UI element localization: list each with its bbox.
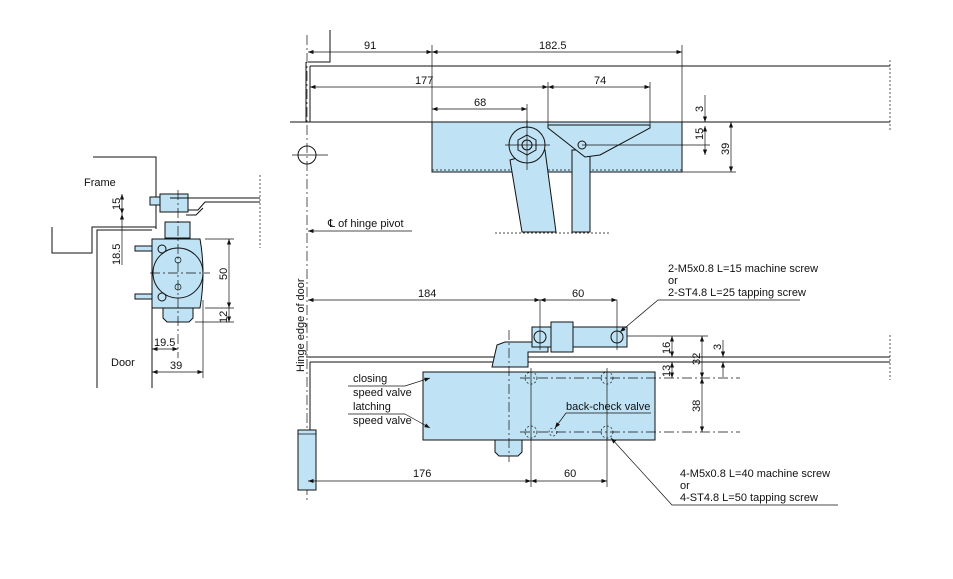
dim-3-top: 3 — [694, 106, 706, 112]
bottom-cap — [494, 439, 523, 457]
arm-pivot — [159, 193, 189, 213]
hinge-pipe — [297, 429, 317, 491]
body-screw-note-1: 4-M5x0.8 L=40 machine screw — [680, 468, 830, 480]
hinge-edge-label: Hinge edge of door — [295, 278, 307, 372]
pivot-pin — [149, 196, 161, 206]
dim-15-side: 15 — [111, 198, 123, 210]
dim-182.5: 182.5 — [539, 40, 567, 52]
leader-line — [404, 413, 431, 429]
closing-valve-label-1: closing — [353, 373, 387, 385]
frame-label: Frame — [84, 177, 116, 189]
screw-shank — [134, 293, 153, 300]
frame-outline-lower — [51, 226, 156, 254]
dim-91: 91 — [364, 40, 376, 52]
side-view: Frame Door 15 18.5 50 12 19.5 39 — [51, 156, 261, 388]
bracket-screw-note-2: or — [668, 275, 678, 287]
bottom-cap — [162, 307, 194, 323]
door-outline — [96, 229, 152, 388]
dim-15-top: 15 — [694, 128, 706, 140]
arm-line — [188, 201, 260, 211]
dim-18.5: 18.5 — [111, 244, 123, 265]
dim-39-top: 39 — [720, 143, 732, 155]
leader-line — [404, 377, 431, 387]
screw-head — [157, 292, 167, 302]
arm-line — [186, 207, 204, 216]
leader-line — [554, 412, 567, 429]
bracket-screw-note-1: 2-M5x0.8 L=15 machine screw — [668, 263, 818, 275]
dim-60-bottom: 60 — [564, 468, 576, 480]
leader-line — [619, 299, 800, 333]
dim-184: 184 — [418, 288, 436, 300]
latching-valve-label-2: speed valve — [353, 415, 412, 427]
bracket-screw-note-3: 2-ST4.8 L=25 tapping screw — [668, 287, 806, 299]
dim-38: 38 — [691, 400, 703, 412]
dim-60-top: 60 — [572, 288, 584, 300]
body-screw-note-2: or — [680, 480, 690, 492]
body-screw-note-3: 4-ST4.8 L=50 tapping screw — [680, 492, 818, 504]
closer-body-bottom — [422, 371, 656, 441]
dim-74: 74 — [594, 75, 606, 87]
leader-line — [610, 437, 838, 506]
screw-head — [157, 244, 167, 254]
hinge-pivot-label: ℄ of hinge pivot — [327, 218, 404, 230]
forearm — [571, 149, 591, 233]
dim-13: 13 — [661, 365, 673, 377]
pinion-shaft — [164, 221, 191, 239]
dim-32: 32 — [691, 353, 703, 365]
frame-outline — [308, 30, 331, 63]
frame-outline — [93, 156, 157, 229]
screw-shank — [134, 245, 153, 252]
latching-valve-label-1: latching — [353, 401, 391, 413]
top-view: 91 182.5 177 74 68 3 15 39 ℄ of hinge pi… — [290, 30, 891, 500]
dim-50: 50 — [218, 268, 230, 280]
door-label: Door — [111, 357, 135, 369]
dim-16: 16 — [661, 342, 673, 354]
dim-19.5: 19.5 — [154, 337, 175, 349]
dim-68: 68 — [474, 97, 486, 109]
dim-39-side: 39 — [170, 360, 182, 372]
dim-3-bottom: 3 — [712, 344, 724, 350]
dim-177: 177 — [415, 75, 433, 87]
dim-12: 12 — [218, 311, 230, 323]
closing-valve-label-2: speed valve — [353, 387, 412, 399]
bottom-view: Hinge edge of door 184 60 — [295, 263, 891, 506]
bracket-block — [550, 321, 574, 353]
dim-176: 176 — [413, 468, 431, 480]
back-check-valve-label: back-check valve — [566, 401, 650, 413]
